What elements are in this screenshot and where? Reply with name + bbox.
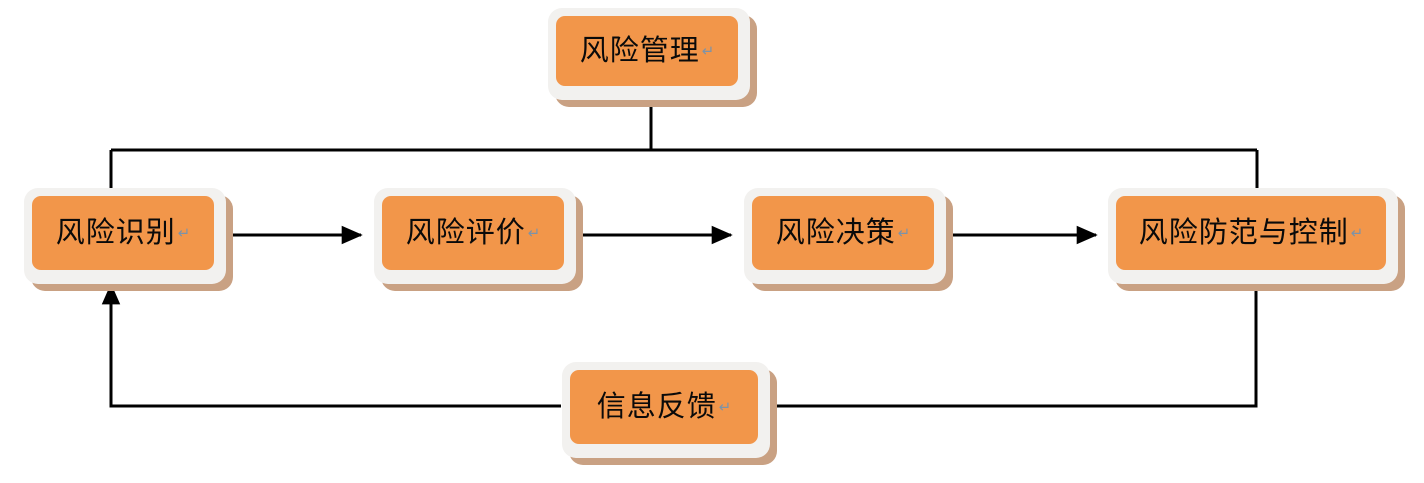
node-risk-evaluation[interactable]: 风险评价↵ [374, 188, 576, 284]
node-fill: 信息反馈↵ [570, 370, 758, 444]
node-risk-management[interactable]: 风险管理↵ [548, 8, 750, 100]
paragraph-mark-icon: ↵ [527, 224, 541, 242]
node-fill: 风险决策↵ [752, 196, 934, 270]
paragraph-mark-icon: ↵ [718, 398, 732, 416]
node-label-risk-evaluation: 风险评价 [405, 216, 526, 249]
node-label-risk-control: 风险防范与控制 [1138, 216, 1349, 249]
node-label-risk-identification: 风险识别 [55, 216, 176, 249]
node-risk-decision[interactable]: 风险决策↵ [744, 188, 946, 284]
edge-control-to-feedback [771, 284, 1258, 408]
node-label-information-feedback: 信息反馈 [596, 390, 717, 423]
node-fill: 风险防范与控制↵ [1116, 196, 1386, 270]
node-fill: 风险评价↵ [382, 196, 564, 270]
paragraph-mark-icon: ↵ [701, 42, 715, 60]
node-label-risk-management: 风险管理 [579, 34, 700, 67]
node-fill: 风险识别↵ [32, 196, 214, 270]
edge-feedback-to-identification [101, 283, 561, 408]
node-risk-control[interactable]: 风险防范与控制↵ [1108, 188, 1398, 284]
paragraph-mark-icon: ↵ [177, 224, 191, 242]
paragraph-mark-icon: ↵ [897, 224, 911, 242]
paragraph-mark-icon: ↵ [1350, 224, 1364, 242]
node-fill: 风险管理↵ [556, 16, 738, 86]
node-label-risk-decision: 风险决策 [775, 216, 896, 249]
node-risk-identification[interactable]: 风险识别↵ [24, 188, 226, 284]
node-information-feedback[interactable]: 信息反馈↵ [562, 362, 770, 458]
